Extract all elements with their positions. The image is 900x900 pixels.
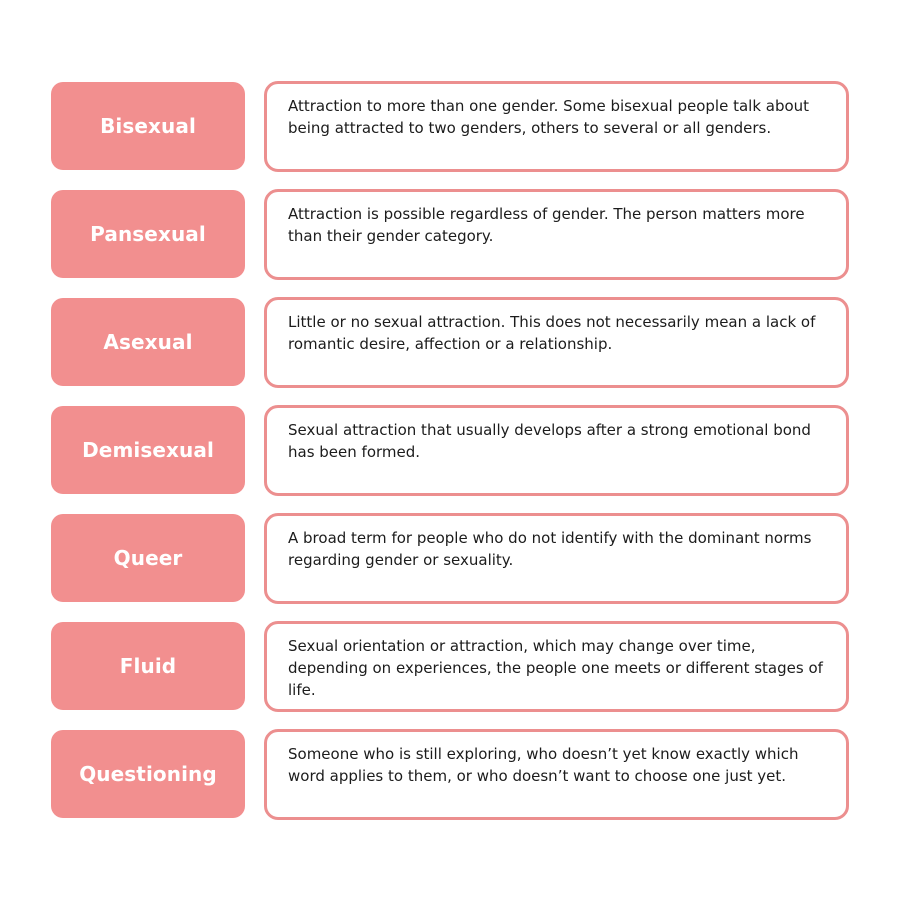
definition-text: Little or no sexual attraction. This doe… bbox=[288, 313, 816, 353]
term-label: Bisexual bbox=[51, 82, 245, 170]
definition-box: Sexual attraction that usually develops … bbox=[264, 405, 849, 496]
definition-box: Little or no sexual attraction. This doe… bbox=[264, 297, 849, 388]
definition-text: Attraction is possible regardless of gen… bbox=[288, 205, 805, 245]
term-row-demisexual: Demisexual Sexual attraction that usuall… bbox=[51, 405, 849, 496]
term-row-questioning: Questioning Someone who is still explori… bbox=[51, 729, 849, 820]
definition-text: Attraction to more than one gender. Some… bbox=[288, 97, 810, 137]
term-label: Queer bbox=[51, 514, 245, 602]
definition-box: Sexual orientation or attraction, which … bbox=[264, 621, 849, 712]
term-row-asexual: Asexual Little or no sexual attraction. … bbox=[51, 297, 849, 388]
term-row-queer: Queer A broad term for people who do not… bbox=[51, 513, 849, 604]
definition-text: Sexual attraction that usually develops … bbox=[288, 421, 811, 461]
term-label: Demisexual bbox=[51, 406, 245, 494]
definition-box: A broad term for people who do not ident… bbox=[264, 513, 849, 604]
definition-box: Someone who is still exploring, who does… bbox=[264, 729, 849, 820]
definition-box: Attraction is possible regardless of gen… bbox=[264, 189, 849, 280]
term-label: Fluid bbox=[51, 622, 245, 710]
term-label: Pansexual bbox=[51, 190, 245, 278]
term-label: Questioning bbox=[51, 730, 245, 818]
definition-box: Attraction to more than one gender. Some… bbox=[264, 81, 849, 172]
term-label: Asexual bbox=[51, 298, 245, 386]
terms-list: Bisexual Attraction to more than one gen… bbox=[51, 81, 849, 820]
definition-text: A broad term for people who do not ident… bbox=[288, 529, 812, 569]
definition-text: Sexual orientation or attraction, which … bbox=[288, 637, 823, 699]
term-row-fluid: Fluid Sexual orientation or attraction, … bbox=[51, 621, 849, 712]
definition-text: Someone who is still exploring, who does… bbox=[288, 745, 799, 785]
term-row-bisexual: Bisexual Attraction to more than one gen… bbox=[51, 81, 849, 172]
term-row-pansexual: Pansexual Attraction is possible regardl… bbox=[51, 189, 849, 280]
